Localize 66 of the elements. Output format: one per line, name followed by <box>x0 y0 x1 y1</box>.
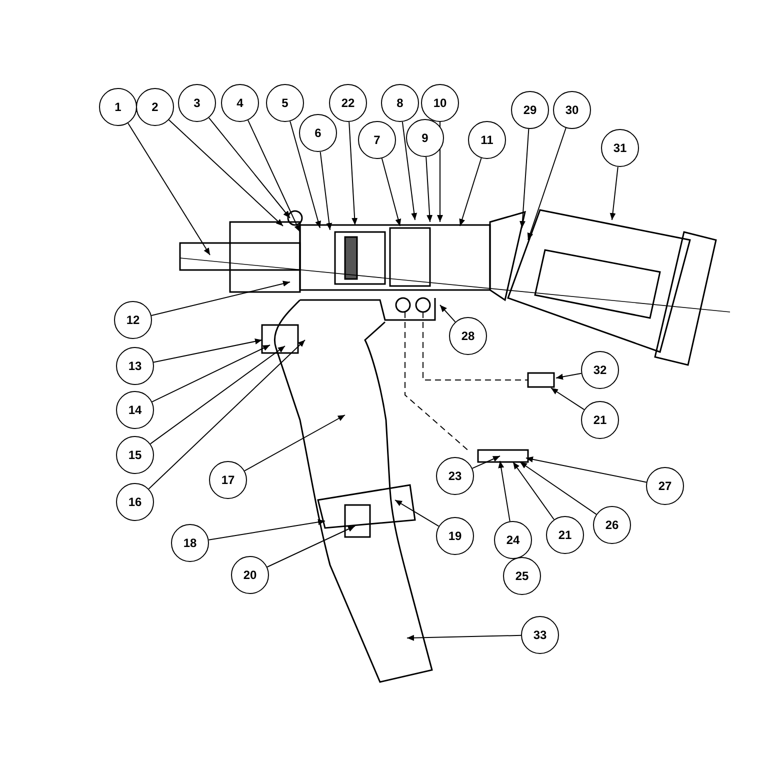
leader-line <box>440 304 456 322</box>
leader-line <box>519 128 530 228</box>
leader-line <box>512 462 554 520</box>
leader-line <box>381 158 402 226</box>
callout-number: 31 <box>601 129 639 167</box>
leader-line <box>208 519 326 540</box>
callout-number: 5 <box>266 84 304 122</box>
callout-number: 24 <box>494 521 532 559</box>
callout-number: 4 <box>221 84 259 122</box>
leader-line <box>148 340 306 490</box>
callout-number: 21 <box>546 516 584 554</box>
callout-number: 18 <box>171 524 209 562</box>
callout-number: 30 <box>553 91 591 129</box>
callout-number: 7 <box>358 121 396 159</box>
leader-line <box>402 121 418 220</box>
callout-number: 20 <box>231 556 269 594</box>
leader-line <box>150 346 286 444</box>
callout-number: 12 <box>114 301 152 339</box>
leader-line <box>527 128 566 240</box>
callout-number: 26 <box>593 506 631 544</box>
leader-line <box>152 344 270 402</box>
leader-line <box>244 414 346 472</box>
leader-line <box>128 122 210 256</box>
callout-number: 22 <box>329 84 367 122</box>
callout-number: 25 <box>503 557 541 595</box>
callout-number: 10 <box>421 84 459 122</box>
callout-number: 28 <box>449 317 487 355</box>
leader-line <box>153 338 262 363</box>
callout-number: 2 <box>136 88 174 126</box>
leader-line <box>168 119 284 226</box>
callout-number: 6 <box>299 114 337 152</box>
callout-number: 19 <box>436 517 474 555</box>
leader-line <box>290 120 321 228</box>
leader-line <box>248 120 300 232</box>
callout-number: 21 <box>581 401 619 439</box>
callout-number: 33 <box>521 616 559 654</box>
leader-line <box>208 117 290 218</box>
leader-line <box>550 388 585 410</box>
leader-line <box>320 151 332 230</box>
leader-line <box>526 456 647 483</box>
leader-line <box>266 526 356 568</box>
callout-number: 15 <box>116 436 154 474</box>
callout-number: 3 <box>178 84 216 122</box>
leader-line <box>498 460 510 522</box>
leader-line <box>348 122 358 226</box>
leader-line <box>406 634 522 641</box>
callout-number: 8 <box>381 84 419 122</box>
leader-line <box>151 280 290 316</box>
leader-line <box>610 166 618 220</box>
callout-number: 14 <box>116 391 154 429</box>
leader-line <box>426 156 433 222</box>
callout-number: 27 <box>646 467 684 505</box>
callout-number: 29 <box>511 91 549 129</box>
callout-number: 17 <box>209 461 247 499</box>
callout-number: 13 <box>116 347 154 385</box>
callout-number: 32 <box>581 351 619 389</box>
leader-line <box>520 462 597 515</box>
leader-line <box>556 372 582 380</box>
callout-number: 11 <box>468 121 506 159</box>
leader-line <box>394 500 440 527</box>
callout-number: 9 <box>406 119 444 157</box>
callout-number: 1 <box>99 88 137 126</box>
callout-number: 23 <box>436 457 474 495</box>
leader-line <box>472 456 500 469</box>
leader-line <box>459 158 482 226</box>
callout-number: 16 <box>116 483 154 521</box>
